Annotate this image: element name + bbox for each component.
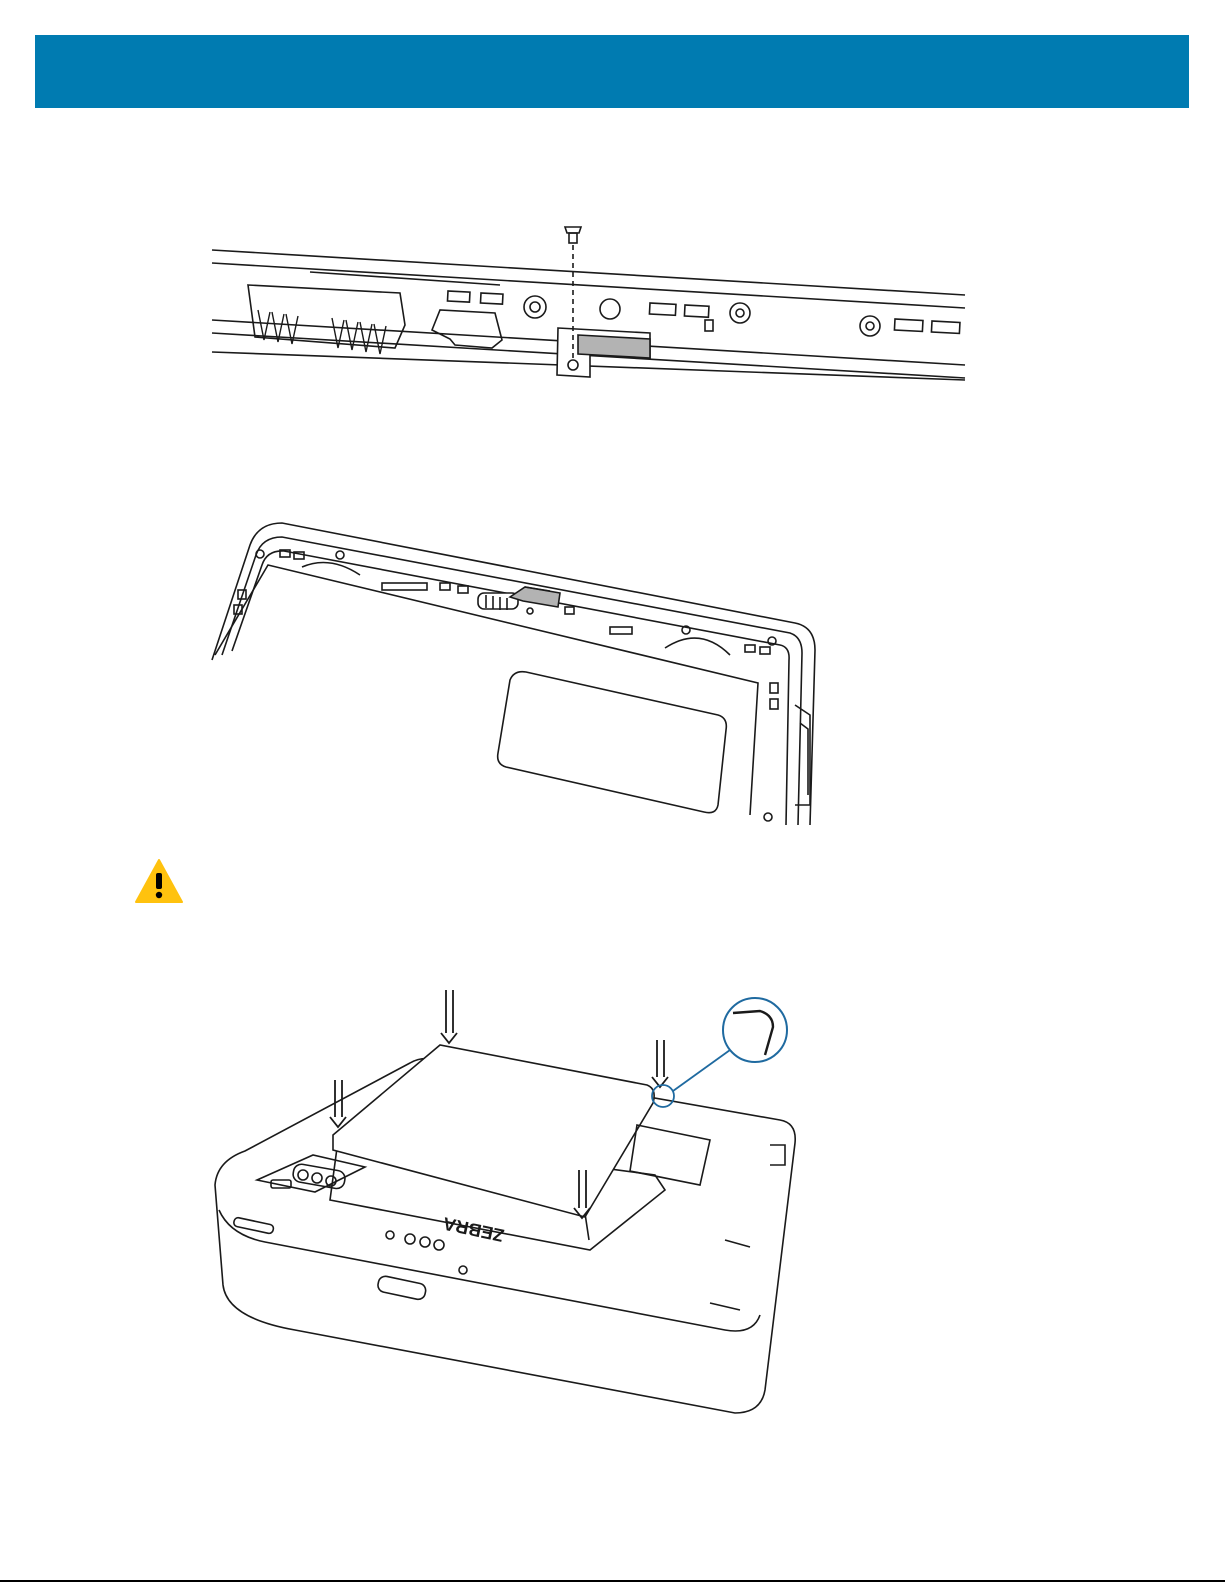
footer-rule (0, 1580, 1225, 1582)
battery-cover-interior-figure (210, 515, 830, 835)
warning-icon (134, 857, 184, 905)
battery-cover-interior-illustration (210, 515, 830, 835)
battery-cover-install-figure: ZEBRA (205, 985, 805, 1435)
header-band (35, 35, 1189, 108)
screw-bracket-illustration (200, 215, 980, 395)
screw-bracket-figure (200, 215, 980, 395)
caution-warning-icon (134, 857, 184, 905)
battery-cover-install-illustration: ZEBRA (205, 985, 805, 1435)
